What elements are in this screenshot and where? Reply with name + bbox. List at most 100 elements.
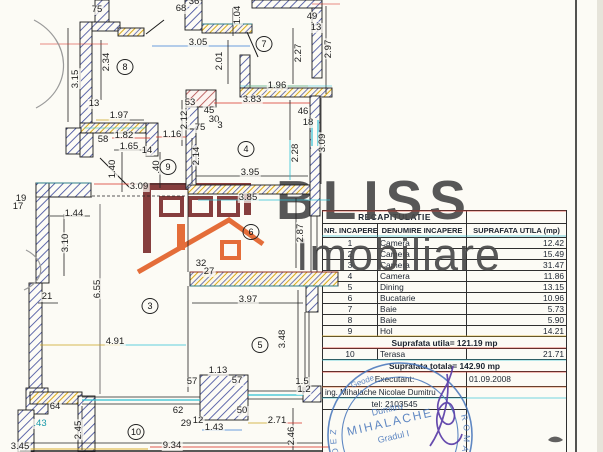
dim-label: 19	[14, 193, 28, 204]
cell-area: 14.21	[466, 325, 568, 337]
dim-label: .43	[32, 418, 48, 429]
dim-label: 2.14	[191, 145, 202, 167]
dim-label: 36	[187, 0, 201, 7]
cell-name: Baie	[376, 303, 468, 315]
dim-label: 3.85	[237, 192, 259, 203]
dim-label: 3.97	[237, 294, 259, 305]
dim-label: 12	[191, 415, 205, 426]
dim-label: 18	[301, 117, 315, 128]
dim-label: 64	[48, 401, 62, 412]
dim-label: 3.05	[187, 37, 209, 48]
dim-label: 53	[183, 97, 197, 108]
executant-row: Executant: 01.09.2008	[321, 371, 568, 387]
dim-label: 50	[235, 405, 249, 416]
dim-label: 3	[216, 120, 224, 131]
dim-label: 2.97	[323, 38, 334, 60]
dim-label: 3.10	[60, 232, 71, 254]
cell-nr: 9	[322, 325, 378, 337]
engineer-row: ing. Mihalache Nicolae Dumitru	[321, 386, 568, 452]
terrace-name: Terasa	[376, 348, 468, 360]
dim-label: 2.01	[214, 50, 225, 72]
dim-label: 68	[174, 3, 188, 14]
dim-label: 30	[207, 114, 221, 125]
cell-name: Bucatarie	[376, 292, 468, 304]
cell-area: 10.96	[466, 292, 568, 304]
phone: tel: 2103545	[321, 397, 468, 410]
door-swings	[99, 19, 259, 189]
scan-artifacts	[23, 19, 65, 291]
dim-label: 2.27	[293, 42, 304, 64]
dim-label: 1.5	[294, 376, 310, 387]
cell-nr: 7	[322, 303, 378, 315]
cell-nr: 5	[322, 281, 378, 293]
empty-cell	[466, 386, 568, 452]
cell-nr: 6	[322, 292, 378, 304]
dim-label: 27	[202, 266, 216, 277]
dim-label: 6.55	[92, 278, 103, 300]
dim-label: 1.04	[232, 4, 243, 26]
cell-nr: 8	[322, 314, 378, 326]
dim-label: 1.40	[107, 158, 118, 180]
dim-label: 2.87	[295, 222, 306, 244]
executant-label: Executant:	[321, 371, 468, 387]
dim-label: 75	[193, 122, 207, 133]
terrace-area: 21.71	[466, 348, 568, 360]
dim-label: 62	[171, 405, 185, 416]
dim-label: 46	[296, 106, 310, 117]
dim-label: 29	[179, 418, 193, 429]
page-edge	[597, 0, 603, 452]
table-title-right-cell	[466, 210, 568, 224]
room-number: 3	[141, 298, 159, 314]
dim-label: 1.44	[63, 208, 85, 219]
dim-label: 75	[90, 4, 104, 15]
dim-label: 2.71	[266, 415, 288, 426]
dim-label: 14	[140, 145, 154, 156]
cell-name: Hol	[376, 325, 468, 337]
dim-label: 2.46	[286, 425, 297, 447]
stamp-area-cell	[321, 409, 468, 452]
room-number: 9	[159, 159, 177, 175]
room-number: 6	[242, 224, 260, 240]
dim-label: 45	[202, 105, 216, 116]
dim-label: 1.65	[118, 141, 140, 152]
cell-area: 5.73	[466, 303, 568, 315]
dim-label: 58	[96, 134, 110, 145]
dim-label: 3.48	[277, 328, 288, 350]
dim-label: 3.15	[70, 68, 81, 90]
dim-label: 17	[11, 201, 25, 212]
engineer-name: ing. Mihalache Nicolae Dumitru	[321, 386, 468, 398]
terrace-row: 10 Terasa 21.71	[322, 348, 568, 360]
room-number: 5	[251, 337, 269, 353]
dim-label: 4.91	[104, 336, 126, 347]
watermark-subtitle: Imobiliare	[296, 229, 502, 280]
dim-label: 2.34	[101, 51, 112, 73]
cell-name: Baie	[376, 314, 468, 326]
dim-label: 3.09	[317, 132, 328, 154]
dim-label: 57	[185, 376, 199, 387]
dim-label: 1.2	[296, 384, 312, 395]
dim-label: 13	[87, 98, 101, 109]
dim-label: 1.96	[266, 80, 288, 91]
room-number: 10	[127, 424, 145, 440]
dim-label: 2.12	[179, 109, 190, 131]
cell-area: 5.90	[466, 314, 568, 326]
dim-label: 1.82	[113, 130, 135, 141]
total-text: Suprafata totala= 142.90 mp	[321, 359, 568, 372]
room-number: 7	[255, 36, 273, 52]
subtotal-text: Suprafata utila= 121.19 mp	[321, 336, 568, 349]
dim-label: 21	[40, 291, 54, 302]
dim-label: 9.34	[161, 440, 183, 451]
cell-name: Dining	[376, 281, 468, 293]
subtotal-row: Suprafata utila= 121.19 mp	[321, 336, 568, 349]
cell-area: 13.15	[466, 281, 568, 293]
dark-house-icon	[143, 183, 251, 253]
dim-label: 3.09	[128, 181, 150, 192]
date-cell: 01.09.2008	[466, 371, 568, 387]
dim-label: 2.28	[290, 142, 301, 164]
